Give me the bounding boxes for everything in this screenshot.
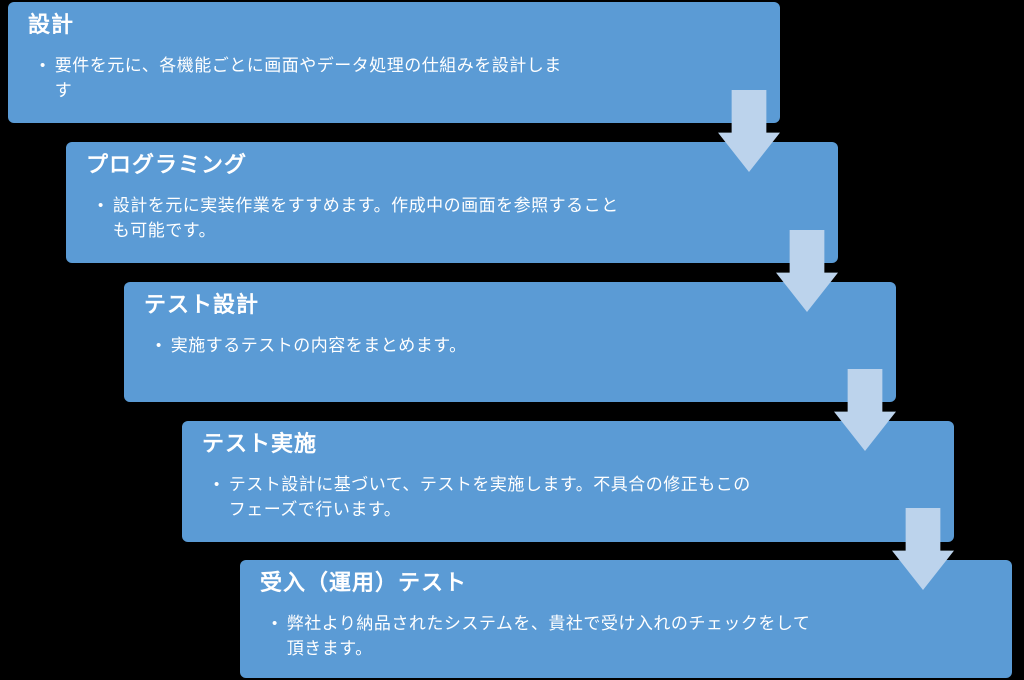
bullet-text: 設計を元に実装作業をすすめます。作成中の画面を参照すること も可能です。 — [112, 195, 619, 241]
bullet-text: 実施するテストの内容をまとめます。 — [170, 335, 467, 355]
step-title: テスト実施 — [202, 431, 318, 456]
step-title: テスト設計 — [144, 292, 260, 317]
step-title: プログラミング — [86, 152, 248, 177]
step-title: 受入（運用）テスト — [260, 570, 468, 595]
step-bullet: • テスト設計に基づいて、テストを実施します。不具合の修正もこの フェーズで行い… — [202, 472, 934, 523]
bullet-text: テスト設計に基づいて、テストを実施します。不具合の修正もこの フェーズで行います… — [228, 474, 751, 520]
step-bullet: • 実施するテストの内容をまとめます。 — [144, 333, 876, 359]
bullet-icon: • — [98, 196, 104, 214]
process-step-design: 設計 • 要件を元に、各機能ごとに画面やデータ処理の仕組みを設計しま す — [8, 2, 780, 123]
bullet-icon: • — [214, 475, 220, 493]
step-title: 設計 — [28, 12, 75, 37]
step-bullet: • 弊社より納品されたシステムを、貴社で受け入れのチェックをして 頂きます。 — [260, 611, 992, 662]
process-step-test-execution: テスト実施 • テスト設計に基づいて、テストを実施します。不具合の修正もこの フ… — [182, 421, 954, 542]
step-bullet: • 要件を元に、各機能ごとに画面やデータ処理の仕組みを設計しま す — [28, 53, 760, 104]
bullet-text: 弊社より納品されたシステムを、貴社で受け入れのチェックをして 頂きます。 — [286, 613, 811, 659]
bullet-icon: • — [156, 336, 162, 354]
step-bullet: • 設計を元に実装作業をすすめます。作成中の画面を参照すること も可能です。 — [86, 193, 818, 244]
process-step-acceptance-test: 受入（運用）テスト • 弊社より納品されたシステムを、貴社で受け入れのチェックを… — [240, 560, 1012, 678]
bullet-text: 要件を元に、各機能ごとに画面やデータ処理の仕組みを設計しま す — [54, 55, 562, 101]
process-step-test-design: テスト設計 • 実施するテストの内容をまとめます。 — [124, 282, 896, 402]
bullet-icon: • — [272, 614, 278, 632]
process-step-programming: プログラミング • 設計を元に実装作業をすすめます。作成中の画面を参照すること … — [66, 142, 838, 263]
bullet-icon: • — [40, 56, 46, 74]
